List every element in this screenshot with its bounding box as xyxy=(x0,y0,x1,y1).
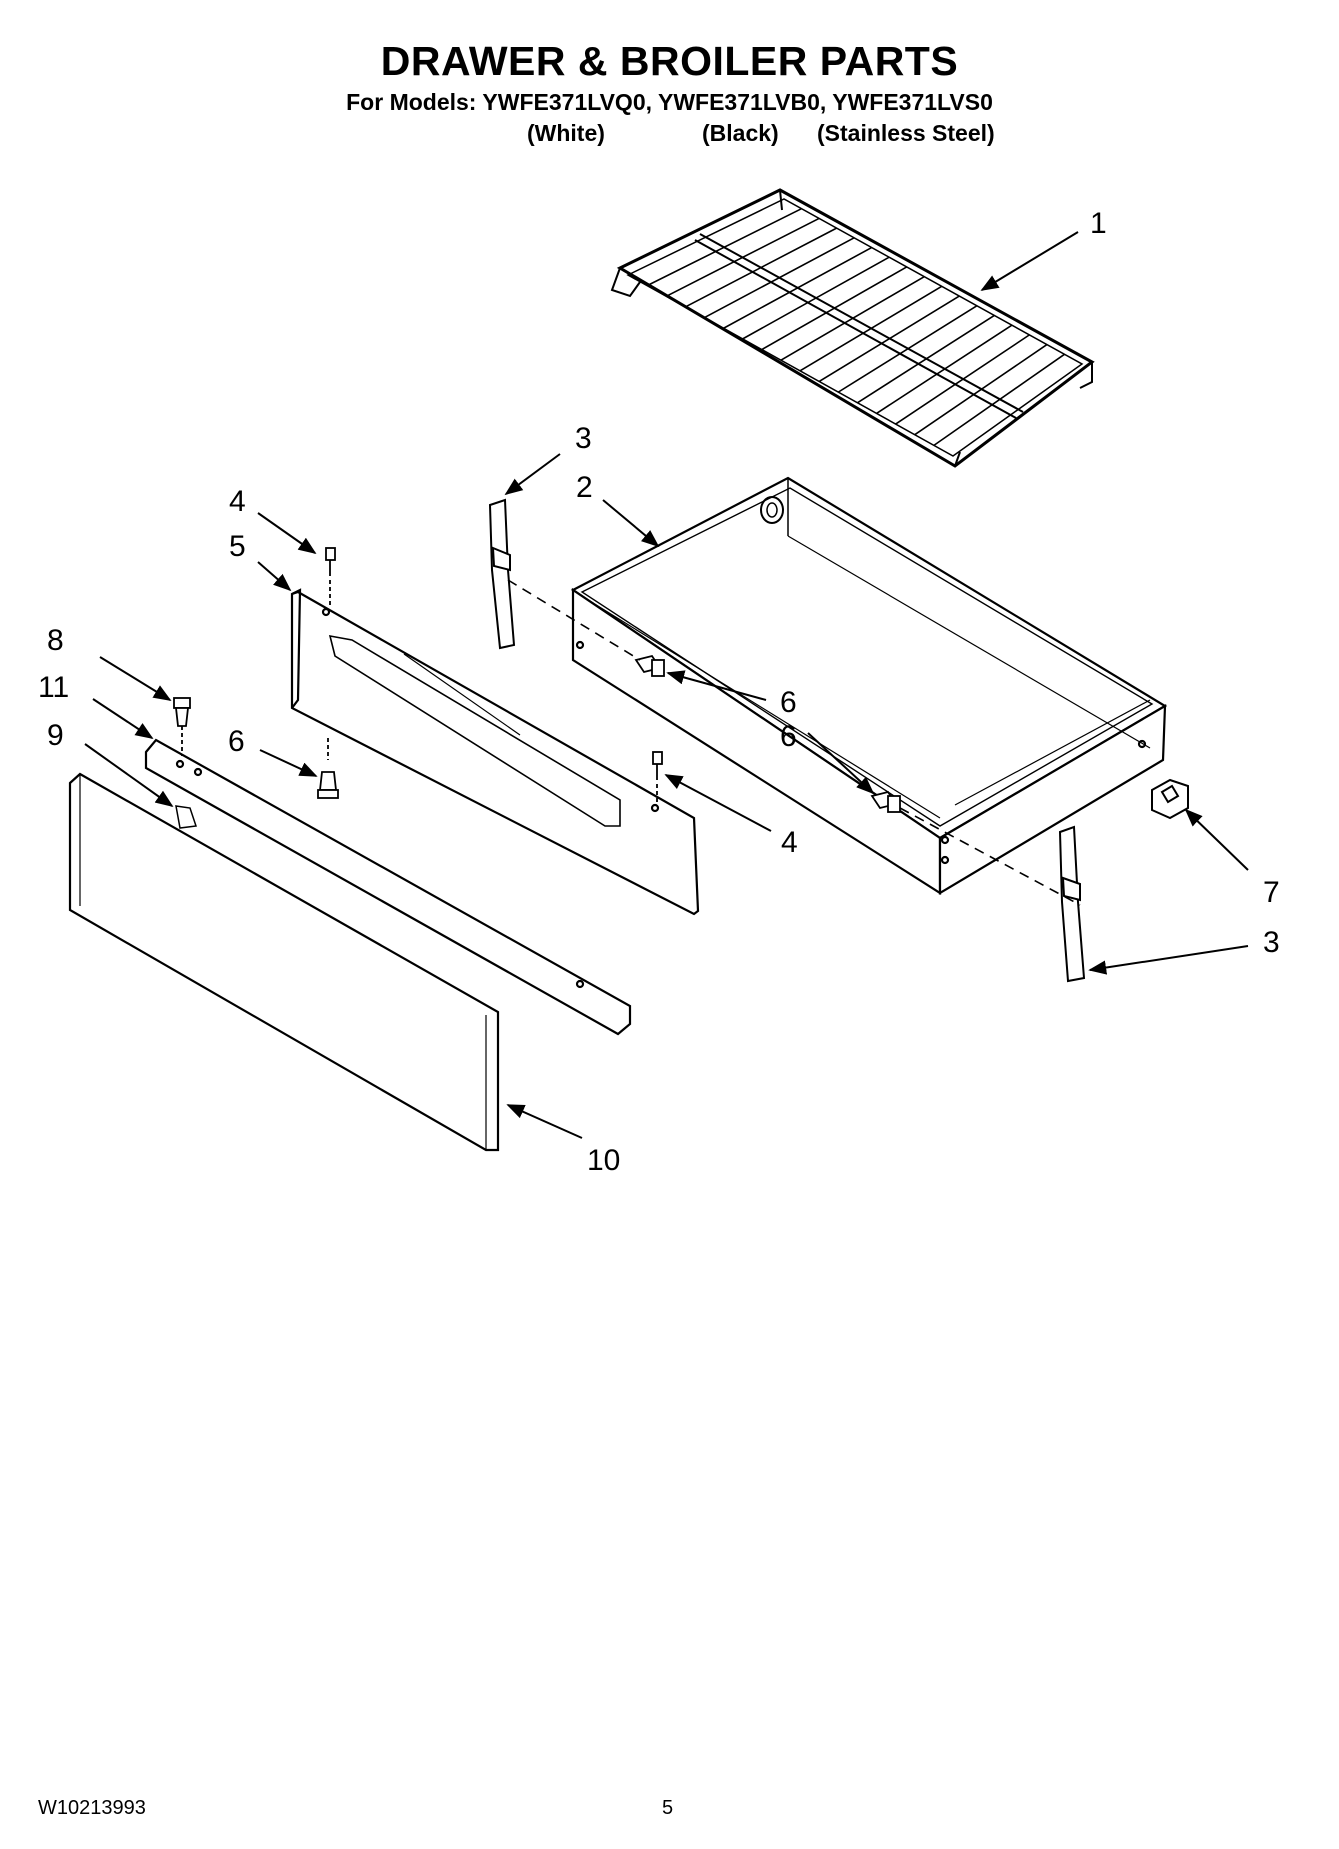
screw-part-4-right xyxy=(652,751,663,804)
screw-part-4-top xyxy=(325,547,336,606)
callout-3-right: 3 xyxy=(1263,926,1280,959)
drawer-front-panel xyxy=(290,588,700,916)
variant-stainless-steel: (Stainless Steel) xyxy=(817,120,995,146)
drawer-clip xyxy=(1151,778,1189,820)
screw-part-6-pan-right xyxy=(870,790,901,813)
callout-8: 8 xyxy=(47,624,64,657)
callout-2: 2 xyxy=(576,471,593,504)
page-number: 5 xyxy=(662,1797,674,1819)
document-number: W10213993 xyxy=(38,1797,146,1819)
page-title: DRAWER & BROILER PARTS xyxy=(380,38,959,84)
callout-7: 7 xyxy=(1263,876,1280,909)
screw-part-6-pan-left xyxy=(634,654,665,677)
variant-white: (White) xyxy=(527,120,605,146)
callout-6-panel: 6 xyxy=(228,725,245,758)
callout-11: 11 xyxy=(38,671,69,704)
alignment-lines xyxy=(507,579,1081,906)
callout-9: 9 xyxy=(47,719,64,752)
callout-4-right: 4 xyxy=(781,826,798,859)
drawer-glide-right xyxy=(1058,825,1086,983)
callout-1: 1 xyxy=(1090,207,1107,240)
callout-10: 10 xyxy=(587,1144,620,1177)
callout-3-left: 3 xyxy=(575,422,592,455)
drawer-trim xyxy=(68,772,500,1152)
callout-labels: 1 2 3 3 4 4 5 6 6 6 7 8 9 10 11 xyxy=(38,207,1280,1177)
broiler-rack xyxy=(610,188,1095,468)
models-line: For Models: YWFE371LVQ0, YWFE371LVB0, YW… xyxy=(346,89,993,115)
variant-black: (Black) xyxy=(702,120,779,146)
screw-part-6-panel xyxy=(317,738,339,799)
drawer-glide-left xyxy=(488,498,516,650)
callout-4-top: 4 xyxy=(229,485,246,518)
callout-arrows xyxy=(84,231,1249,1139)
screw-part-8 xyxy=(173,697,191,756)
callout-6-pan-left: 6 xyxy=(780,686,797,719)
drawer-panel-bracket xyxy=(144,738,632,1036)
callout-6-pan-right: 6 xyxy=(780,720,797,753)
callout-5: 5 xyxy=(229,530,246,563)
